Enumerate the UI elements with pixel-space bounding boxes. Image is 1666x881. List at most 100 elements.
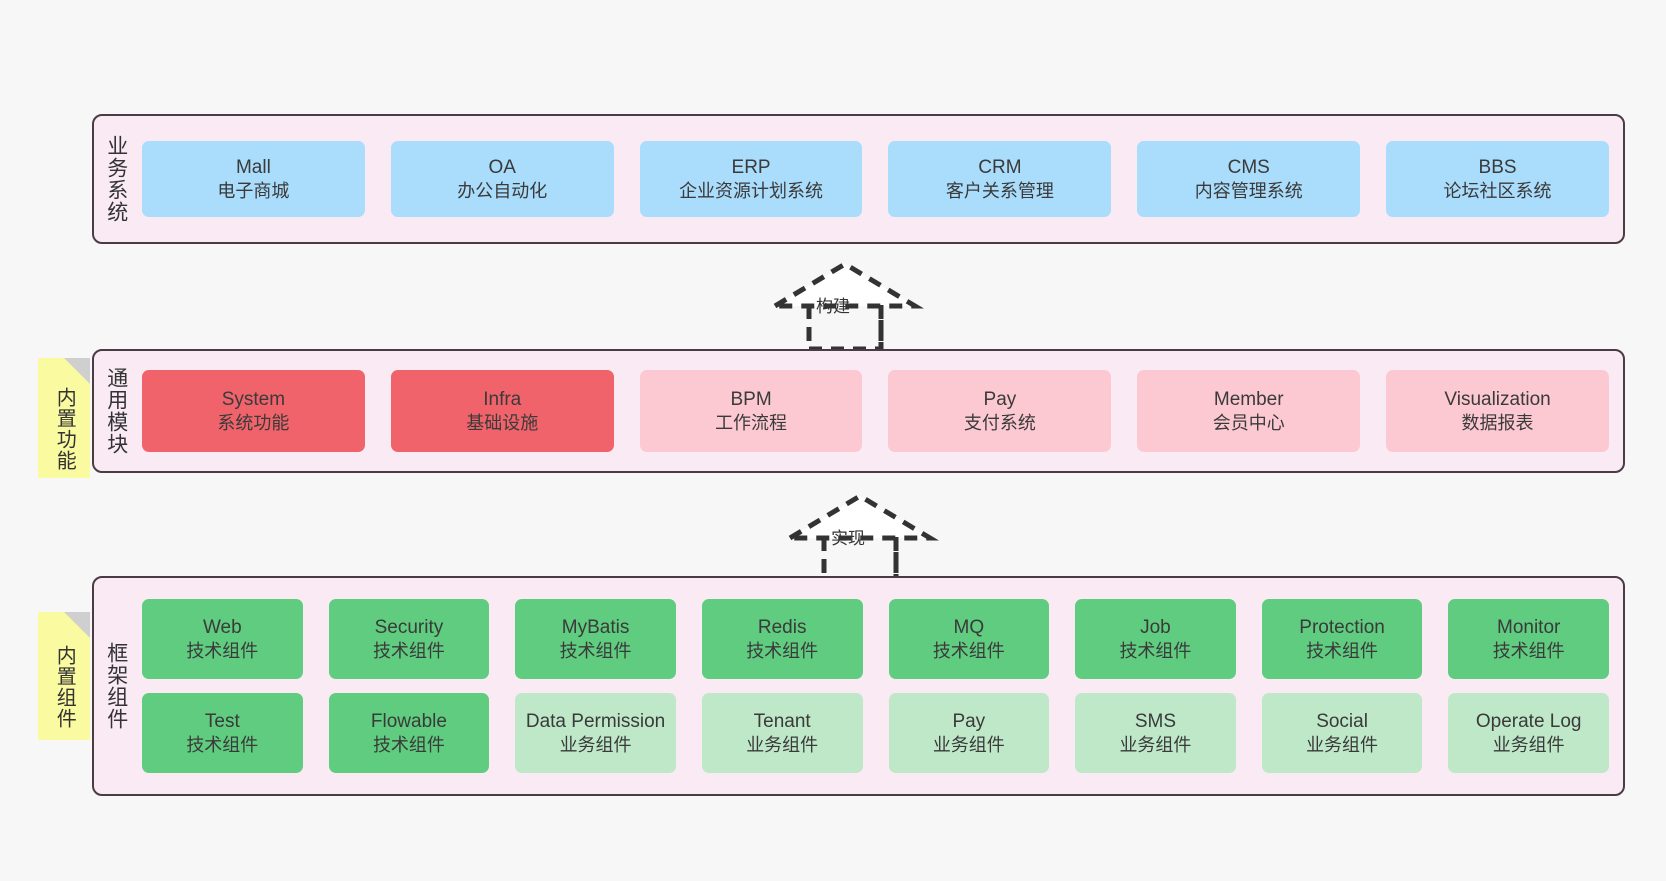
node-title-en: Monitor [1497,616,1561,638]
connector-realize-label: 实现 [831,529,865,548]
node-row: Test 技术组件 Flowable 技术组件 Data Permission … [142,693,1609,773]
node-title-cn: 业务组件 [559,734,632,755]
node-title-en: Redis [757,616,807,638]
node-oa[interactable]: OA 办公自动化 [390,141,614,217]
node-title-en: Mall [235,156,271,178]
node-infra[interactable]: Infra 基础设施 [390,370,614,452]
node-title-cn: 技术组件 [186,734,259,755]
node-monitor[interactable]: Monitor 技术组件 [1448,599,1609,679]
layer-title-business-systems: 业务系统 [104,135,128,223]
node-title-cn: 论坛社区系统 [1443,180,1552,201]
sticky-note-text: 内置组件 [53,645,76,729]
node-title-cn: 技术组件 [746,640,819,661]
node-bbs[interactable]: BBS 论坛社区系统 [1386,141,1609,217]
node-social[interactable]: Social 业务组件 [1261,693,1423,773]
node-tenant[interactable]: Tenant 业务组件 [701,693,863,773]
node-title-en: System [221,388,286,410]
node-web[interactable]: Web 技术组件 [142,599,303,679]
node-title-en: Infra [483,388,522,410]
node-title-cn: 技术组件 [559,640,632,661]
node-title-cn: 基础设施 [466,412,539,433]
node-title-cn: 业务组件 [1119,734,1192,755]
node-row: Mall 电子商城 OA 办公自动化 ERP 企业资源计划系统 CRM 客户关系… [142,141,1609,217]
node-title-en: Visualization [1444,388,1551,410]
node-mall[interactable]: Mall 电子商城 [142,141,365,217]
sticky-note-text: 内置功能 [53,387,76,471]
node-crm[interactable]: CRM 客户关系管理 [888,141,1112,217]
node-bpm[interactable]: BPM 工作流程 [639,370,863,452]
sticky-note-builtin-components: 内置组件 [38,612,90,740]
node-title-cn: 业务组件 [1306,734,1379,755]
node-title-cn: 数据报表 [1461,412,1534,433]
layer-title-common-modules: 通用模块 [104,367,128,455]
node-title-en: Security [374,616,444,638]
node-title-en: MyBatis [561,616,630,638]
node-title-cn: 办公自动化 [457,180,548,201]
node-title-en: Pay [983,388,1017,410]
node-title-cn: 技术组件 [186,640,259,661]
connector-build-stem-bottom [806,305,884,352]
node-title-en: Social [1316,710,1368,732]
node-title-en: CRM [978,156,1022,178]
node-title-cn: 工作流程 [715,412,788,433]
node-title-cn: 业务组件 [746,734,819,755]
connector-realize-stem-bottom [821,537,899,584]
node-title-en: Member [1213,388,1284,410]
sticky-note-builtin-features: 内置功能 [38,358,90,478]
node-redis[interactable]: Redis 技术组件 [701,599,863,679]
node-title-en: Protection [1299,616,1385,638]
node-title-en: Pay [952,710,986,732]
layer-body-common-modules: System 系统功能 Infra 基础设施 BPM 工作流程 Pay 支付系统… [138,351,1623,471]
node-title-cn: 业务组件 [932,734,1005,755]
node-title-en: Flowable [370,710,447,732]
node-title-en: Job [1140,616,1171,638]
layer-body-business-systems: Mall 电子商城 OA 办公自动化 ERP 企业资源计划系统 CRM 客户关系… [138,116,1623,242]
node-title-cn: 技术组件 [372,640,445,661]
node-title-en: CMS [1227,156,1270,178]
connector-build-label: 构建 [816,297,850,316]
node-sms[interactable]: SMS 业务组件 [1075,693,1236,773]
layer-business-systems: 业务系统 Mall 电子商城 OA 办公自动化 ERP 企业资源计划系统 CRM… [92,114,1625,244]
node-title-cn: 技术组件 [1306,640,1379,661]
layer-body-framework-components: Web 技术组件 Security 技术组件 MyBatis 技术组件 Redi… [138,578,1623,794]
node-mybatis[interactable]: MyBatis 技术组件 [515,599,676,679]
node-pay-module[interactable]: Pay 支付系统 [888,370,1112,452]
node-job[interactable]: Job 技术组件 [1075,599,1236,679]
node-data-permission[interactable]: Data Permission 业务组件 [515,693,676,773]
node-security[interactable]: Security 技术组件 [328,599,490,679]
node-title-cn: 会员中心 [1212,412,1285,433]
layer-common-modules: 通用模块 System 系统功能 Infra 基础设施 BPM 工作流程 Pay… [92,349,1625,473]
node-system[interactable]: System 系统功能 [142,370,365,452]
node-row: Web 技术组件 Security 技术组件 MyBatis 技术组件 Redi… [142,599,1609,679]
node-title-cn: 企业资源计划系统 [679,180,824,201]
node-erp[interactable]: ERP 企业资源计划系统 [639,141,863,217]
node-title-cn: 客户关系管理 [945,180,1054,201]
node-title-en: MQ [953,616,985,638]
node-title-cn: 内容管理系统 [1194,180,1303,201]
node-title-en: OA [488,156,516,178]
sticky-fold-corner-icon [64,358,90,384]
node-title-cn: 支付系统 [963,412,1036,433]
sticky-fold-corner-icon [64,612,90,638]
node-title-cn: 业务组件 [1492,734,1565,755]
node-title-cn: 技术组件 [1119,640,1192,661]
node-mq[interactable]: MQ 技术组件 [888,599,1050,679]
node-title-en: BBS [1478,156,1517,178]
node-flowable[interactable]: Flowable 技术组件 [328,693,490,773]
node-title-en: ERP [731,156,771,178]
node-pay-component[interactable]: Pay 业务组件 [888,693,1050,773]
node-title-en: Test [204,710,240,732]
node-member[interactable]: Member 会员中心 [1137,370,1361,452]
layer-title-framework-components: 框架组件 [104,642,128,730]
node-cms[interactable]: CMS 内容管理系统 [1137,141,1361,217]
node-title-en: SMS [1134,710,1177,732]
node-protection[interactable]: Protection 技术组件 [1261,599,1423,679]
node-title-en: Data Permission [525,710,666,732]
node-title-en: Web [202,616,242,638]
node-test[interactable]: Test 技术组件 [142,693,303,773]
node-visualization[interactable]: Visualization 数据报表 [1386,370,1609,452]
node-row: System 系统功能 Infra 基础设施 BPM 工作流程 Pay 支付系统… [142,370,1609,452]
node-title-cn: 系统功能 [217,412,290,433]
node-operate-log[interactable]: Operate Log 业务组件 [1448,693,1609,773]
